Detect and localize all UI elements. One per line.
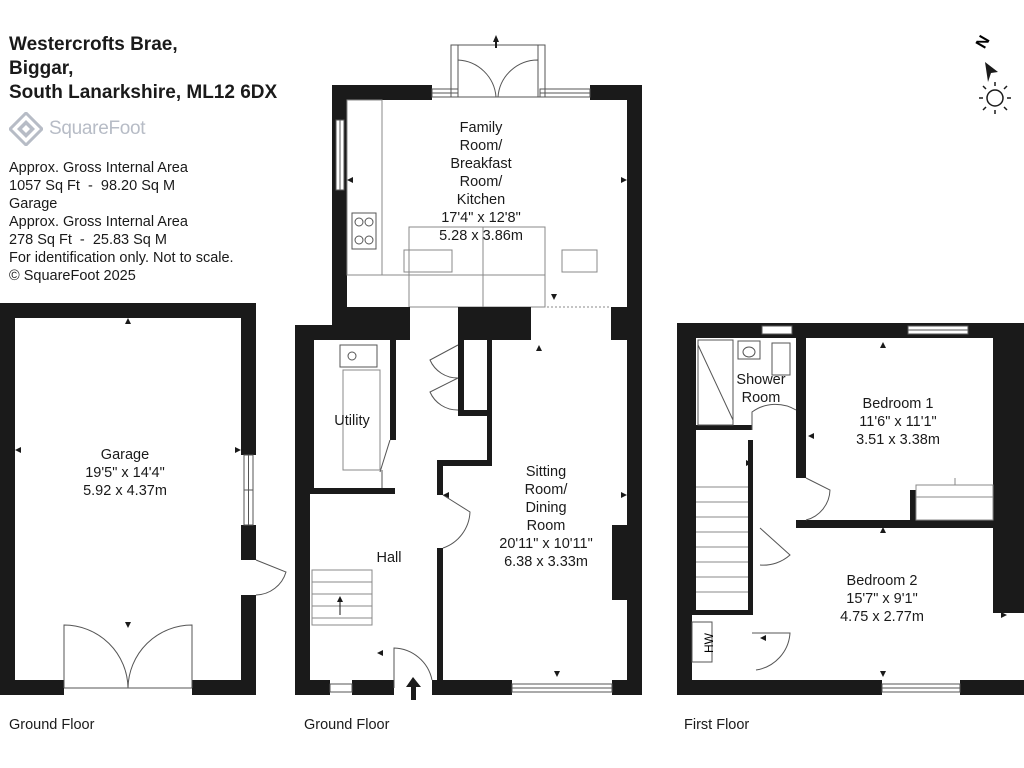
north-arrow-icon [985, 62, 998, 82]
garage-area-label: Garage [9, 196, 58, 212]
copyright: © SquareFoot 2025 [9, 268, 136, 284]
sitting-room-imperial: 20'11" x 10'11" [499, 536, 593, 552]
first-floor-structure [677, 323, 1024, 695]
brand-name: SquareFoot [49, 118, 146, 139]
bedroom1-label: Bedroom 1 11'6" x 11'1" 3.51 x 3.38m [856, 396, 940, 448]
address-block: Westercrofts Brae, Biggar, South Lanarks… [9, 33, 277, 105]
garage-area-value: 278 Sq Ft - 25.83 Sq M [9, 232, 167, 248]
garage-structure [0, 303, 287, 695]
first-floor-label: First Floor [684, 717, 750, 733]
squarefoot-logo-icon [9, 112, 43, 146]
garage-imperial: 19'5" x 14'4" [85, 465, 165, 481]
family-room-imperial: 17'4" x 12'8" [441, 210, 521, 226]
hall-label: Hall [376, 550, 402, 566]
address-line-3: South Lanarkshire, ML12 6DX [9, 82, 278, 103]
garage-metric: 5.92 x 4.37m [83, 483, 167, 499]
sitting-room-label: Sitting Room/ Dining Room 20'11" x 10'11… [499, 464, 593, 570]
shower-room-label: Shower Room [736, 372, 786, 406]
bedroom1-imperial: 11'6" x 11'1" [859, 414, 937, 430]
sitting-room-metric: 6.38 x 3.33m [504, 554, 588, 570]
bedroom2-metric: 4.75 x 2.77m [840, 609, 924, 625]
address-line-1: Westercrofts Brae, [9, 34, 178, 55]
north-label: N [973, 33, 994, 52]
garage-label: Garage 19'5" x 14'4" 5.92 x 4.37m [83, 447, 167, 499]
hw-label: HW [702, 632, 716, 653]
garage-area-heading: Approx. Gross Internal Area [9, 214, 188, 230]
utility-label: Utility [334, 413, 370, 429]
bedroom1-metric: 3.51 x 3.38m [856, 432, 940, 448]
ground-floor-label: Ground Floor [304, 717, 390, 733]
family-room-metric: 5.28 x 3.86m [439, 228, 523, 244]
ground-floor-structure [295, 35, 642, 700]
bedroom2-imperial: 15'7" x 9'1" [846, 591, 918, 607]
address-line-2: Biggar, [9, 58, 74, 79]
main-area-heading: Approx. Gross Internal Area [9, 160, 188, 176]
bedroom2-label: Bedroom 2 15'7" x 9'1" 4.75 x 2.77m [840, 573, 924, 625]
compass: N [973, 33, 1011, 114]
sun-icon [979, 82, 1011, 114]
garage-floor-label: Ground Floor [9, 717, 95, 733]
area-info: Approx. Gross Internal Area 1057 Sq Ft -… [9, 159, 234, 285]
disclaimer: For identification only. Not to scale. [9, 250, 234, 266]
main-area-value: 1057 Sq Ft - 98.20 Sq M [9, 178, 176, 194]
brand-logo: SquareFoot [9, 111, 146, 147]
family-room-label: Family Room/ Breakfast Room/ Kitchen 17'… [439, 120, 523, 244]
